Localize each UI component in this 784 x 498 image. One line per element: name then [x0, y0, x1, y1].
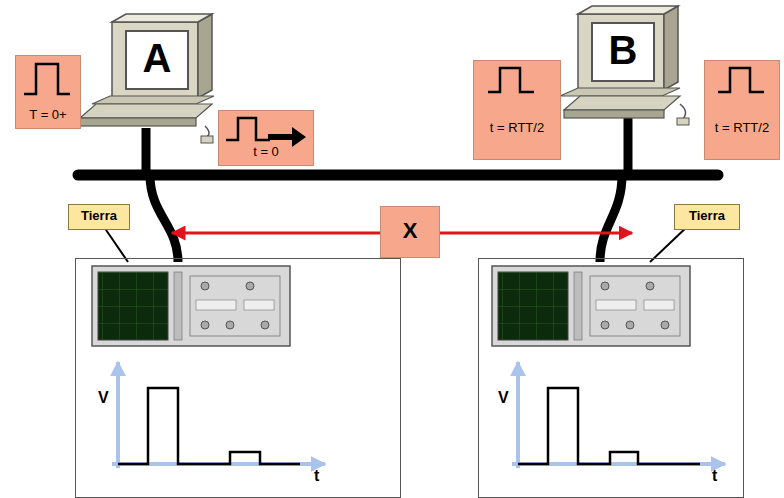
node-label: X: [403, 218, 418, 244]
node-label: B: [609, 28, 638, 73]
node-label: A: [143, 36, 172, 81]
node-label: Tierra: [81, 208, 117, 223]
ground-label: Tierra: [674, 204, 740, 230]
bus-cable: [78, 170, 718, 181]
node-label: t = RTT/2: [715, 120, 769, 135]
axis-label: V: [498, 389, 509, 407]
node-label: T = 0+: [29, 107, 66, 122]
computer-screen: B: [591, 22, 655, 82]
node-label: t = RTT/2: [490, 120, 544, 135]
voltage-graph: [112, 362, 325, 468]
oscilloscope: [492, 266, 690, 346]
scope-panel: Vt: [478, 258, 744, 498]
node-label: t = 0: [253, 144, 279, 159]
axis-label: t: [314, 467, 319, 485]
computer-a: [80, 14, 214, 175]
voltage-graph: [512, 362, 725, 468]
distance-box: X: [380, 206, 440, 258]
scope-panel: Vt: [75, 258, 401, 498]
time-box: t = 0: [218, 110, 314, 166]
time-box: t = RTT/2: [704, 60, 780, 160]
time-box: T = 0+: [15, 55, 81, 129]
computer-b: [560, 6, 689, 175]
cable: [600, 175, 622, 262]
cable: [150, 175, 178, 262]
axis-label: t: [712, 467, 717, 485]
ground-label: Tierra: [68, 204, 130, 230]
computer-screen: A: [125, 30, 189, 90]
oscilloscope: [92, 266, 290, 346]
time-box: t = RTT/2: [473, 60, 561, 160]
node-label: Tierra: [689, 208, 725, 223]
axis-label: V: [98, 389, 109, 407]
